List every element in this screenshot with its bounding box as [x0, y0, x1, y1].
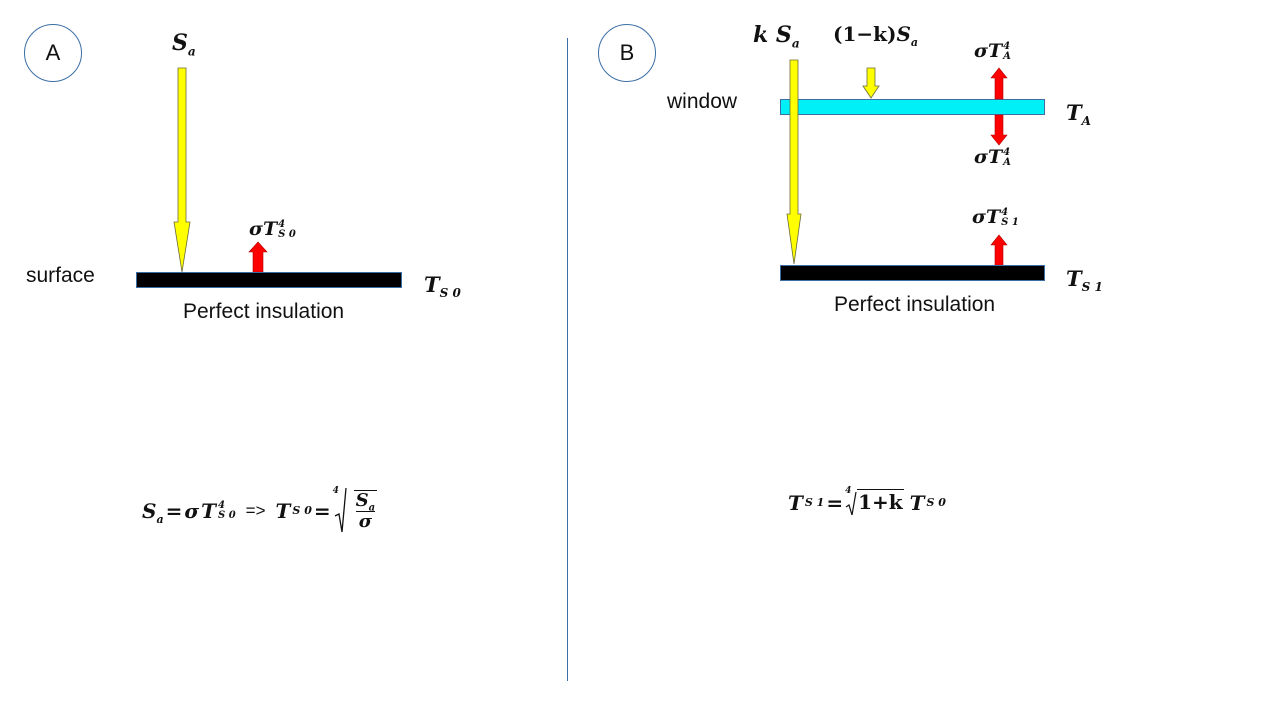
- panel-a-surface-plate: [136, 272, 402, 288]
- panel-b-surface-plate: [780, 265, 1045, 281]
- window-temp-label: TA: [1066, 100, 1091, 129]
- panel-a-insulation-label: Perfect insulation: [183, 300, 345, 323]
- panel-b-surface-temp: TS 1: [1066, 266, 1103, 295]
- panel-a-emission-arrow: [248, 241, 268, 273]
- window-plate: [780, 99, 1045, 115]
- panel-b-badge-text: B: [619, 40, 635, 65]
- panel-b-absorbed-label: (1−k)Sa: [833, 22, 919, 49]
- panel-a-plate-temp: TS 0: [424, 272, 461, 301]
- fourth-root: 4 Sa σ: [332, 486, 378, 533]
- window-emission-up-arrow: [990, 67, 1008, 100]
- panel-a-badge-text: A: [45, 40, 61, 65]
- window-emission-down-arrow: [990, 114, 1008, 146]
- panel-b-surface-emission-arrow: [990, 234, 1008, 267]
- fourth-root-b: 4 1+k: [845, 486, 904, 515]
- panel-a-solar-arrow: [173, 67, 191, 273]
- surface-label: surface: [26, 264, 95, 287]
- panel-b-badge: B: [598, 24, 656, 82]
- panel-a-incoming-label: Sa: [172, 30, 196, 59]
- panel-b-solar-arrow: [786, 59, 802, 265]
- panel-b-insulation-label: Perfect insulation: [834, 293, 996, 316]
- window-label: window: [667, 90, 738, 113]
- panel-divider: [567, 38, 568, 681]
- panel-b-incoming-label: k Sa: [753, 22, 800, 51]
- panel-b-absorbed-arrow: [862, 67, 880, 99]
- panel-a-badge: A: [24, 24, 82, 82]
